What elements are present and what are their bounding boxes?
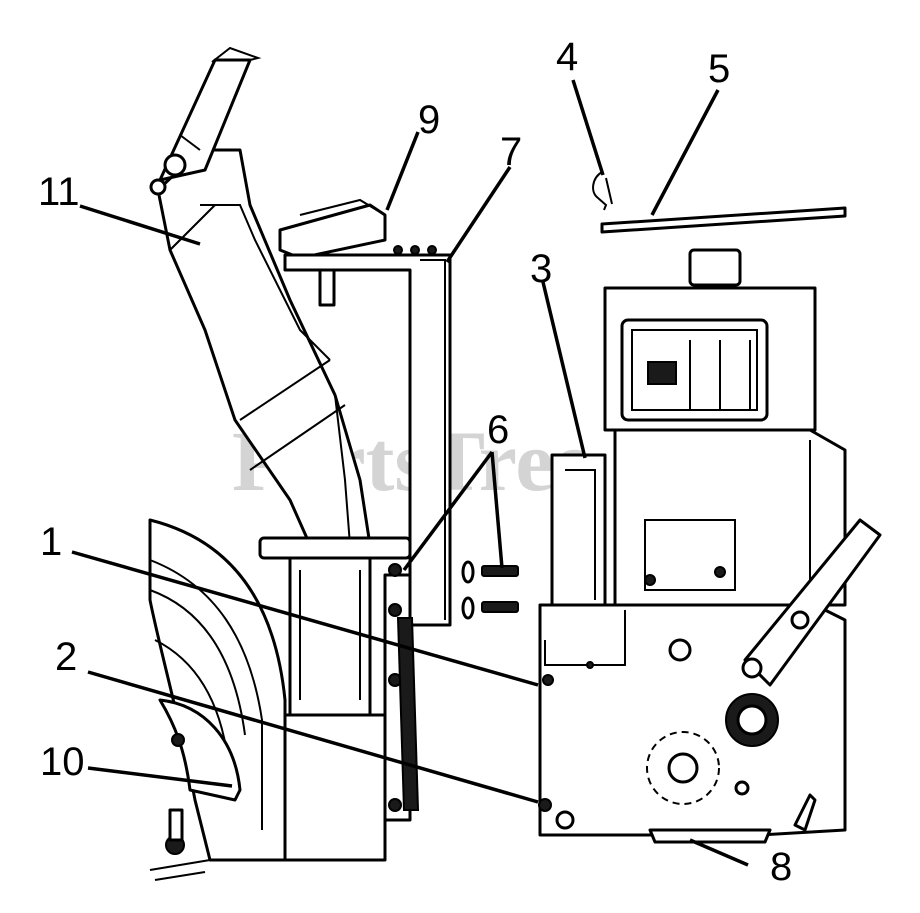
discharge-chute bbox=[149, 46, 412, 717]
callout-2: 2 bbox=[55, 635, 77, 679]
callout-10: 10 bbox=[40, 740, 85, 784]
leader-lines bbox=[71, 79, 749, 867]
callout-4: 4 bbox=[556, 35, 578, 79]
rod bbox=[600, 206, 847, 234]
callout-8: 8 bbox=[770, 845, 792, 889]
callout-7: 7 bbox=[500, 130, 522, 174]
callout-1: 1 bbox=[40, 520, 62, 564]
callout-6: 6 bbox=[487, 408, 509, 452]
engine-assembly bbox=[538, 248, 882, 844]
callout-5: 5 bbox=[708, 47, 730, 91]
callout-9: 9 bbox=[418, 98, 440, 142]
auger-housing bbox=[148, 518, 420, 881]
chute-control bbox=[278, 198, 387, 307]
hairpin-clip bbox=[592, 171, 613, 211]
callout-11: 11 bbox=[38, 170, 80, 214]
callout-numbers: 1 2 3 4 5 6 7 8 9 10 11 bbox=[38, 35, 792, 889]
callout-3: 3 bbox=[530, 247, 552, 291]
bolts bbox=[461, 560, 519, 620]
